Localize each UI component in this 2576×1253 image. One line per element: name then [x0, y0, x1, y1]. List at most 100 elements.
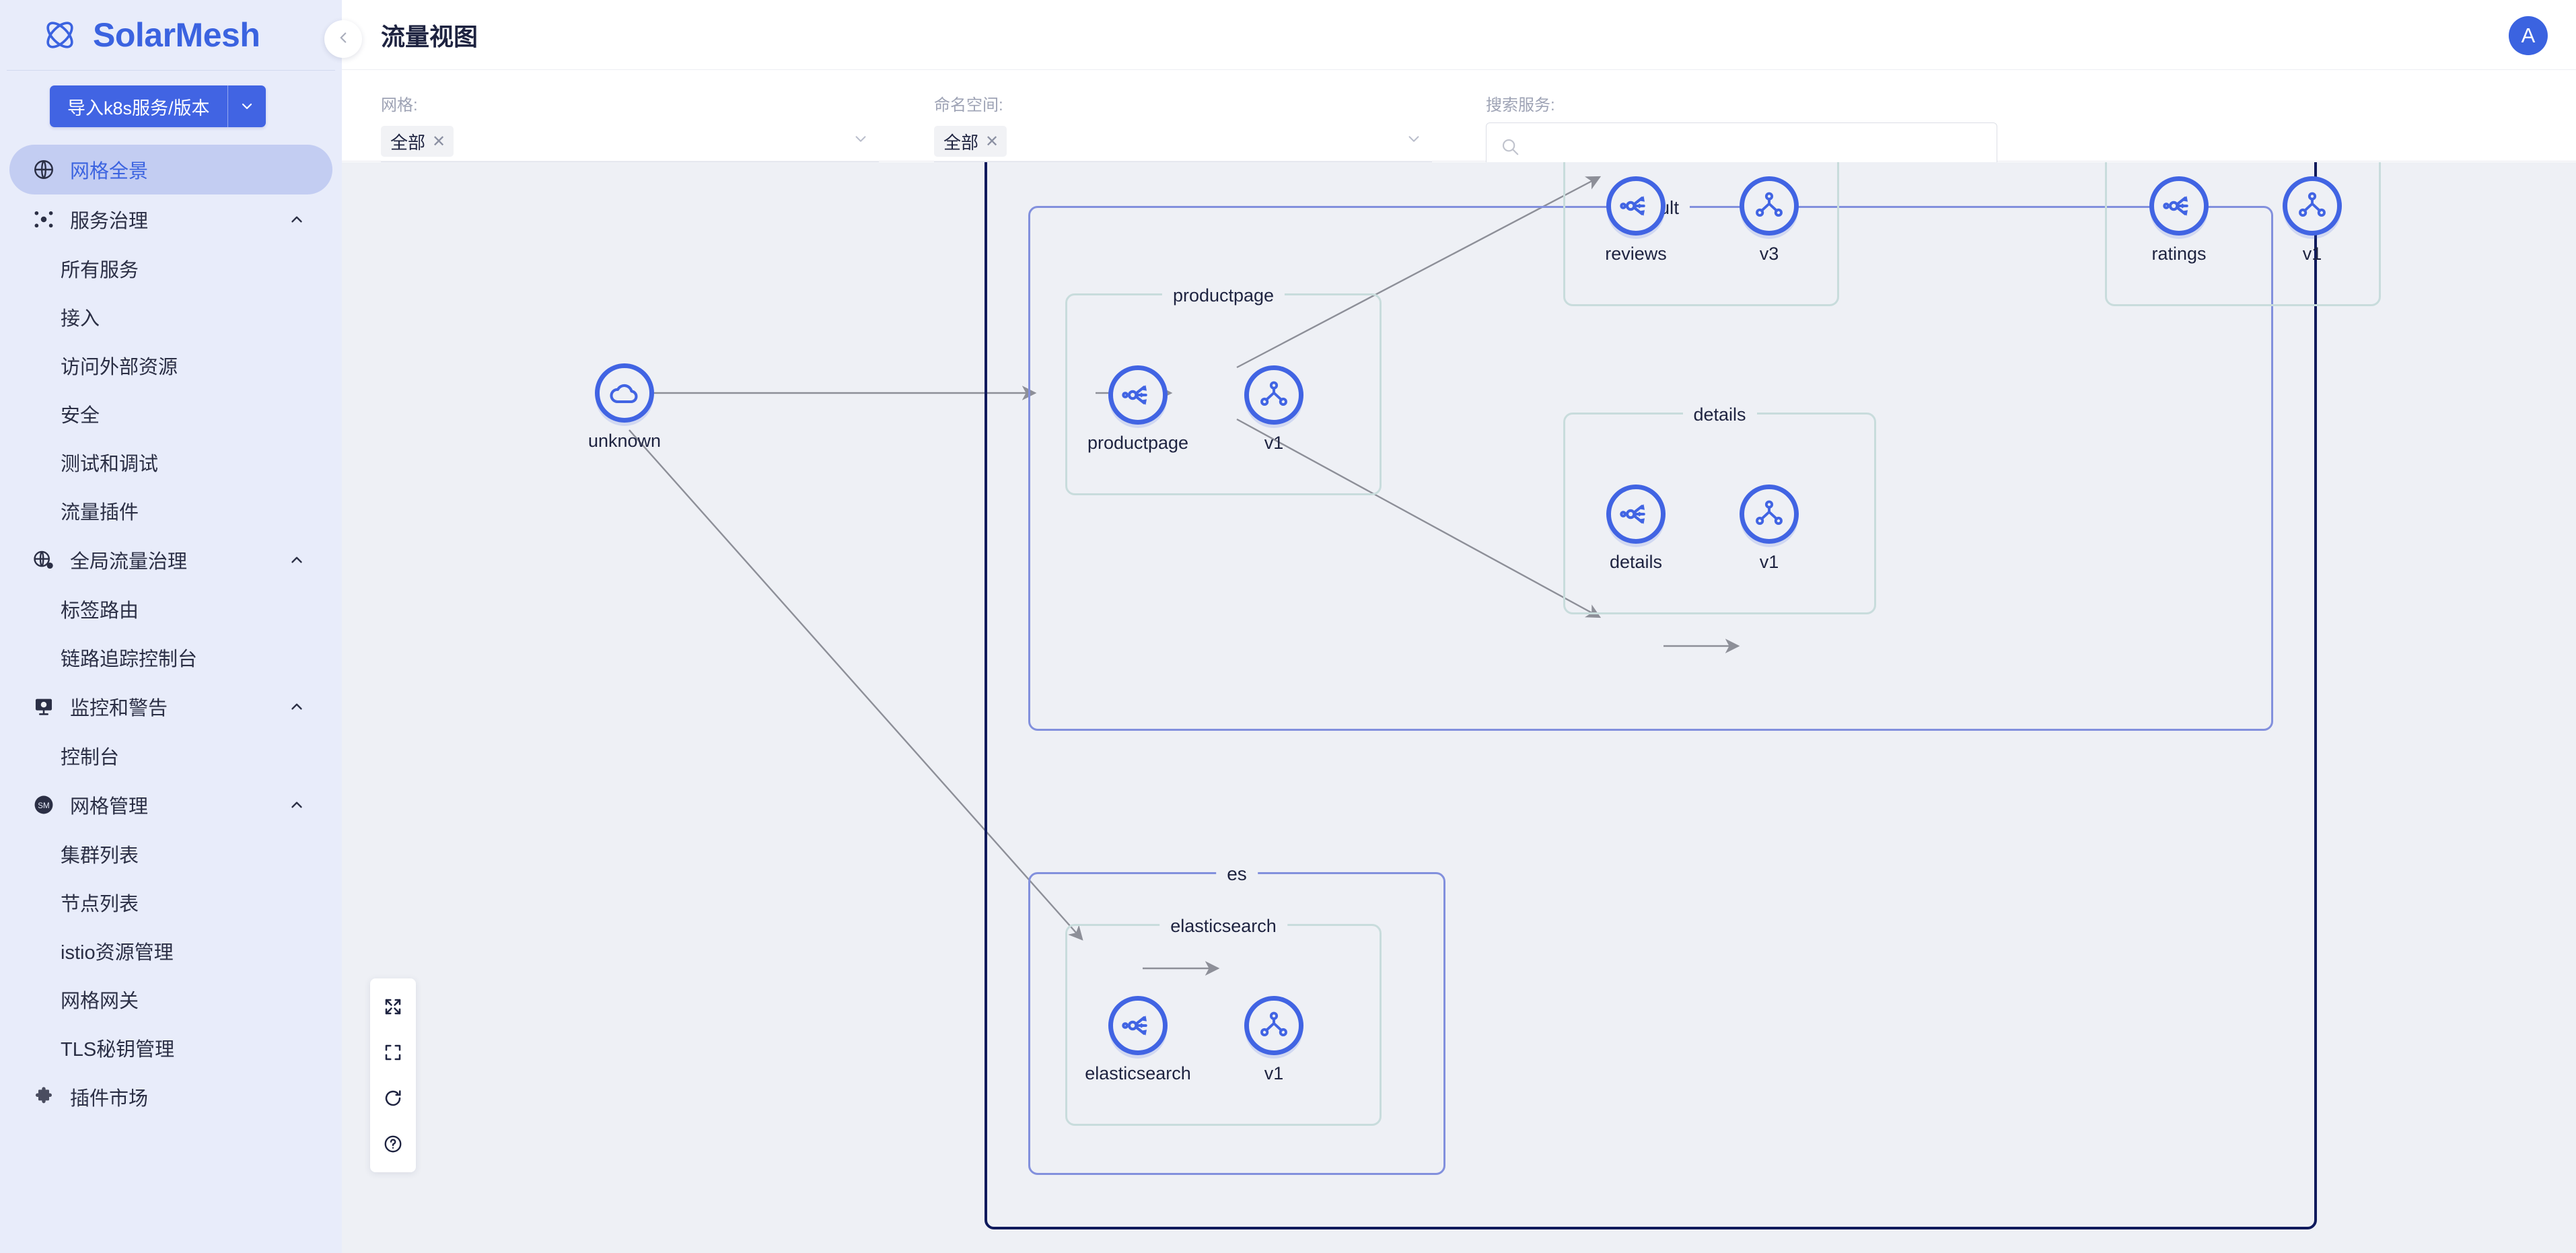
service-group-ratings[interactable]: ratings ratings — [2105, 162, 2381, 306]
service-group-details[interactable]: details details — [1563, 401, 1876, 614]
chevron-down-icon[interactable] — [852, 131, 869, 153]
service-icon[interactable] — [2149, 176, 2209, 236]
sidebar-item-label: 访问外部资源 — [61, 357, 178, 378]
node-label: details — [1609, 552, 1663, 572]
chevron-down-icon[interactable] — [1405, 131, 1423, 153]
sidebar-item-plugin-market[interactable]: 插件市场 — [9, 1072, 332, 1122]
import-button-wrap: 导入k8s服务/版本 — [0, 71, 342, 141]
monitor-alert-icon — [31, 694, 57, 719]
mesh-selected-value: 全部 — [390, 132, 426, 153]
sidebar-item-label: 网格全景 — [70, 161, 149, 182]
service-label: elasticsearch — [1159, 912, 1287, 939]
sidebar-item-label: 测试和调试 — [61, 454, 159, 475]
chevron-up-icon[interactable] — [288, 698, 306, 715]
globe-gear-icon — [31, 547, 57, 573]
sidebar-group-service-governance[interactable]: 服务治理 — [9, 194, 332, 244]
namespace-select[interactable]: 全部 ✕ — [934, 122, 1432, 162]
sidebar-nav: 网格全景 服务治理 所有服务 接入 访问外部资源 安全 测试和调试 流量插件 — [0, 141, 342, 1122]
version-icon[interactable] — [1244, 996, 1303, 1055]
reload-icon[interactable] — [370, 1075, 416, 1121]
service-group-reviews[interactable]: reviews reviews — [1563, 162, 1839, 306]
sidebar-group-monitoring-alerts[interactable]: 监控和警告 — [9, 682, 332, 731]
service-group-productpage[interactable]: productpage productpage — [1065, 282, 1382, 495]
cluster-label: cluster01 — [1599, 162, 1703, 168]
sidebar-item-tls-key-management[interactable]: TLS秘钥管理 — [0, 1024, 342, 1072]
sidebar-item-label-routing[interactable]: 标签路由 — [0, 585, 342, 633]
avatar-initial: A — [2521, 24, 2536, 47]
node-label: v1 — [2302, 244, 2322, 264]
chevron-down-icon[interactable] — [228, 85, 266, 127]
namespace-filter: 命名空间: 全部 ✕ — [934, 92, 1432, 162]
sidebar-collapse-button[interactable] — [324, 20, 362, 58]
service-icon[interactable] — [1606, 485, 1666, 544]
node-label: unknown — [587, 431, 661, 451]
sidebar-item-monitor-console[interactable]: 控制台 — [0, 731, 342, 780]
sidebar-item-label: 插件市场 — [70, 1088, 149, 1110]
chevron-up-icon[interactable] — [288, 211, 306, 228]
mesh-select[interactable]: 全部 ✕ — [381, 122, 879, 162]
namespace-group-es[interactable]: es — [1028, 861, 1445, 1175]
search-service-filter: 搜索服务: — [1486, 92, 1555, 122]
sidebar-item-label: 标签路由 — [61, 600, 139, 622]
chevron-left-icon — [334, 29, 352, 50]
node-label: elasticsearch — [1085, 1063, 1191, 1083]
service-icon[interactable] — [1108, 996, 1168, 1055]
x-icon[interactable]: ✕ — [432, 132, 446, 151]
chevron-up-icon[interactable] — [288, 796, 306, 814]
sidebar-item-security[interactable]: 安全 — [0, 390, 342, 438]
brand-divider — [7, 70, 335, 71]
topology-canvas[interactable]: cluster01 default es productpage — [342, 162, 2576, 1253]
expand-arrows-icon[interactable] — [370, 984, 416, 1030]
service-label: productpage — [1161, 282, 1285, 309]
mesh-filter: 网格: 全部 ✕ — [381, 92, 879, 162]
import-button-label: 导入k8s服务/版本 — [67, 98, 210, 118]
version-icon[interactable] — [1740, 485, 1799, 544]
service-group-elasticsearch[interactable]: elasticsearch elasticsearch — [1065, 912, 1382, 1126]
sidebar-item-test-debug[interactable]: 测试和调试 — [0, 438, 342, 487]
fit-screen-icon[interactable] — [370, 1030, 416, 1075]
sidebar-item-all-services[interactable]: 所有服务 — [0, 244, 342, 293]
sidebar-item-label: 流量插件 — [61, 502, 139, 524]
help-circle-icon[interactable] — [370, 1121, 416, 1167]
sidebar-item-istio-resources[interactable]: istio资源管理 — [0, 927, 342, 975]
node-label: v1 — [1264, 433, 1284, 453]
cloud-icon[interactable] — [595, 363, 654, 423]
sidebar-item-mesh-gateway[interactable]: 网格网关 — [0, 975, 342, 1024]
sidebar-group-global-traffic[interactable]: 全局流量治理 — [9, 535, 332, 585]
version-icon[interactable] — [1244, 365, 1303, 425]
sidebar-item-tracing-console[interactable]: 链路追踪控制台 — [0, 633, 342, 682]
service-icon[interactable] — [1108, 365, 1168, 425]
main-content: 流量视图 A 网格: 全部 ✕ 命名空 — [342, 0, 2576, 1253]
chevron-up-icon[interactable] — [288, 551, 306, 569]
sidebar-group-mesh-management[interactable]: SM 网格管理 — [9, 780, 332, 830]
mesh-filter-label: 网格: — [381, 96, 418, 114]
namespace-selected-tag[interactable]: 全部 ✕ — [934, 126, 1007, 157]
version-icon[interactable] — [1740, 176, 1799, 236]
sidebar-item-label: 网格网关 — [61, 991, 139, 1012]
atom-logo-icon — [42, 17, 78, 53]
sidebar-group-label: 全局流量治理 — [70, 551, 188, 573]
service-icon[interactable] — [1606, 176, 1666, 236]
page-header: 流量视图 — [342, 0, 2576, 70]
sidebar-item-ingress[interactable]: 接入 — [0, 293, 342, 341]
import-k8s-button[interactable]: 导入k8s服务/版本 — [50, 85, 266, 127]
search-input[interactable] — [1530, 136, 1997, 157]
mesh-selected-tag[interactable]: 全部 ✕ — [381, 126, 454, 157]
page-title: 流量视图 — [381, 22, 478, 50]
version-icon[interactable] — [2283, 176, 2342, 236]
avatar[interactable]: A — [2509, 16, 2548, 55]
puzzle-icon — [31, 1084, 57, 1110]
sidebar-item-cluster-list[interactable]: 集群列表 — [0, 830, 342, 878]
sidebar-item-label: 接入 — [61, 308, 100, 330]
sidebar-item-mesh-overview[interactable]: 网格全景 — [9, 145, 332, 194]
cluster-group-cluster01[interactable]: cluster01 — [985, 162, 2317, 1229]
search-filter-label: 搜索服务: — [1486, 96, 1555, 114]
sidebar-item-external-resources[interactable]: 访问外部资源 — [0, 341, 342, 390]
sidebar-item-traffic-plugin[interactable]: 流量插件 — [0, 487, 342, 535]
sidebar-group-label: 网格管理 — [70, 796, 149, 818]
x-icon[interactable]: ✕ — [985, 132, 999, 151]
sidebar-item-label: istio资源管理 — [61, 942, 174, 964]
sidebar-item-node-list[interactable]: 节点列表 — [0, 878, 342, 927]
sidebar-item-label: 所有服务 — [61, 260, 139, 281]
